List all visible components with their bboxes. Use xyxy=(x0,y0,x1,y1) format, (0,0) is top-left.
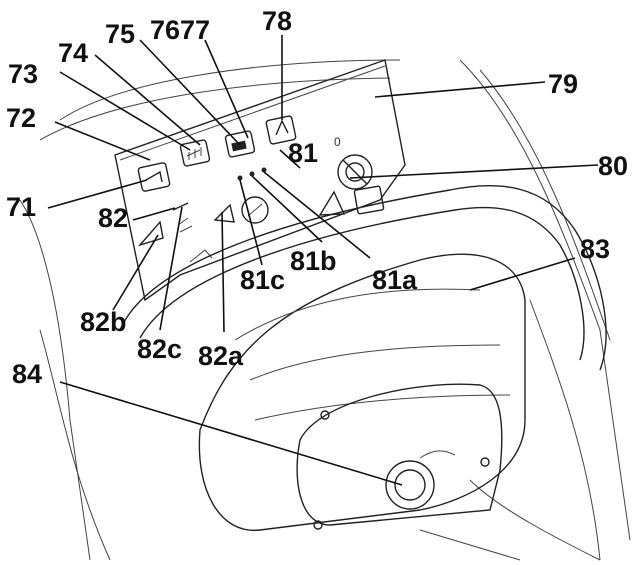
speed-scale xyxy=(419,450,456,459)
leader-83 xyxy=(469,257,576,291)
callout-7677: 7677 xyxy=(150,15,210,45)
callout-80: 80 xyxy=(598,151,628,181)
indicator-81b xyxy=(249,171,255,177)
callout-labels: 71 72 73 74 75 7677 78 79 80 81 81a 81b … xyxy=(6,6,628,389)
screw-2 xyxy=(480,457,490,467)
leader-82b xyxy=(112,234,159,311)
callout-78: 78 xyxy=(262,6,292,36)
key-switch-ring xyxy=(337,154,373,190)
handle-bar xyxy=(119,185,607,531)
callout-72: 72 xyxy=(6,103,36,133)
speed-knob-cap xyxy=(394,469,426,501)
callout-71: 71 xyxy=(6,192,36,222)
callout-81: 81 xyxy=(288,138,318,168)
leader-82a xyxy=(221,211,225,333)
switch-74-icon xyxy=(186,147,202,160)
leader-71 xyxy=(47,179,148,209)
callout-82: 82 xyxy=(98,203,128,233)
callout-79: 79 xyxy=(548,69,578,99)
callout-81b: 81b xyxy=(290,246,337,276)
zero-mark: 0 xyxy=(334,135,341,149)
leader-81a xyxy=(263,171,371,259)
key-slot xyxy=(342,159,368,185)
indicator-81c xyxy=(237,175,243,181)
leader-lines xyxy=(47,35,599,486)
gauge-needle xyxy=(247,203,263,217)
callout-82a: 82a xyxy=(198,341,244,371)
speed-control-housing xyxy=(296,383,503,526)
switch-74[interactable] xyxy=(179,139,211,167)
indicator-82c xyxy=(172,202,189,211)
switch-71-icon xyxy=(145,170,163,183)
callout-81c: 81c xyxy=(240,265,285,295)
callout-81a: 81a xyxy=(372,265,418,295)
warning-82b-icon xyxy=(137,220,164,247)
panel-switches xyxy=(137,115,297,263)
leader-79 xyxy=(374,81,546,98)
leader-7677 xyxy=(204,39,249,139)
screw-1 xyxy=(320,410,330,420)
leader-73 xyxy=(59,71,191,151)
indicator-81a xyxy=(261,167,267,173)
callout-82c: 82c xyxy=(137,334,182,364)
callout-74: 74 xyxy=(58,38,88,68)
leader-75 xyxy=(139,39,241,146)
callout-75: 75 xyxy=(105,19,135,49)
leader-82 xyxy=(132,207,176,221)
key-switch-core xyxy=(345,162,365,182)
callout-73: 73 xyxy=(8,59,38,89)
instrument-panel xyxy=(114,59,406,302)
speed-knob-ring xyxy=(385,460,435,510)
console-body xyxy=(198,253,526,531)
callout-84: 84 xyxy=(12,359,42,389)
leader-81 xyxy=(279,149,301,169)
switch-78-icon xyxy=(275,119,289,136)
leader-80 xyxy=(349,164,599,179)
key-switch[interactable]: 0 xyxy=(318,135,385,216)
leader-81b xyxy=(251,175,323,243)
switch-78[interactable] xyxy=(265,115,297,145)
switch-7677[interactable] xyxy=(224,130,256,158)
leader-72 xyxy=(54,121,151,161)
screw-3 xyxy=(313,520,323,530)
speed-knob[interactable] xyxy=(385,450,456,510)
callout-83: 83 xyxy=(580,234,610,264)
switch-7677-icon xyxy=(231,140,247,152)
callout-82b: 82b xyxy=(80,307,127,337)
switch-71[interactable] xyxy=(137,162,171,192)
leader-84 xyxy=(59,381,403,486)
warning-82a-icon xyxy=(213,203,235,223)
leader-74 xyxy=(94,54,201,146)
leader-82c xyxy=(159,206,183,331)
gauge-dial xyxy=(241,196,269,224)
manual-label-icon xyxy=(353,185,385,215)
leader-81c xyxy=(239,179,263,266)
